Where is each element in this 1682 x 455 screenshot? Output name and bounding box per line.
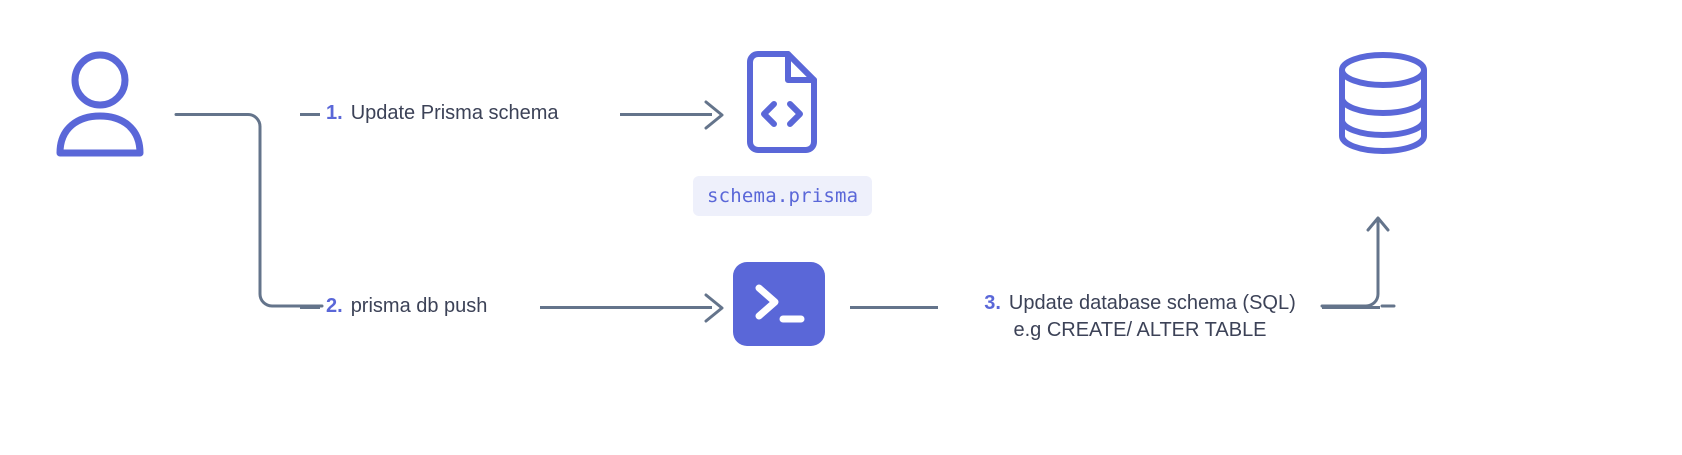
connector-segment-step3-left: [850, 306, 938, 309]
step-3-number: 3.: [984, 292, 1001, 314]
schema-file-badge: schema.prisma: [693, 176, 873, 216]
step-2-number: 2.: [326, 295, 343, 317]
step-1-number: 1.: [326, 102, 343, 124]
arrow-2-shaft: [540, 306, 712, 309]
step-2-text: prisma db push: [350, 295, 488, 317]
database-icon: [1336, 50, 1430, 156]
step-1-label: 1. Update Prisma schema: [326, 100, 559, 127]
arrow-2-head: [702, 291, 728, 330]
step-3-text-line2: e.g CREATE/ ALTER TABLE: [1013, 319, 1267, 341]
step-3-label: 3. Update database schema (SQL) e.g CREAT…: [940, 290, 1340, 344]
file-code-icon: [742, 50, 818, 154]
step-2-label: 2. prisma db push: [326, 293, 487, 320]
step-1-text: Update Prisma schema: [350, 102, 559, 124]
user-icon: [52, 50, 148, 160]
user-branch-connector: [170, 100, 330, 330]
database-riser-connector: [1318, 200, 1398, 315]
step-3-text-line1: Update database schema (SQL): [1008, 292, 1296, 314]
connector-segment-step2: [300, 306, 320, 309]
terminal-icon: [733, 262, 825, 346]
connector-segment-step1: [300, 113, 320, 116]
arrow-1-head: [702, 98, 728, 137]
arrow-1-shaft: [620, 113, 712, 116]
